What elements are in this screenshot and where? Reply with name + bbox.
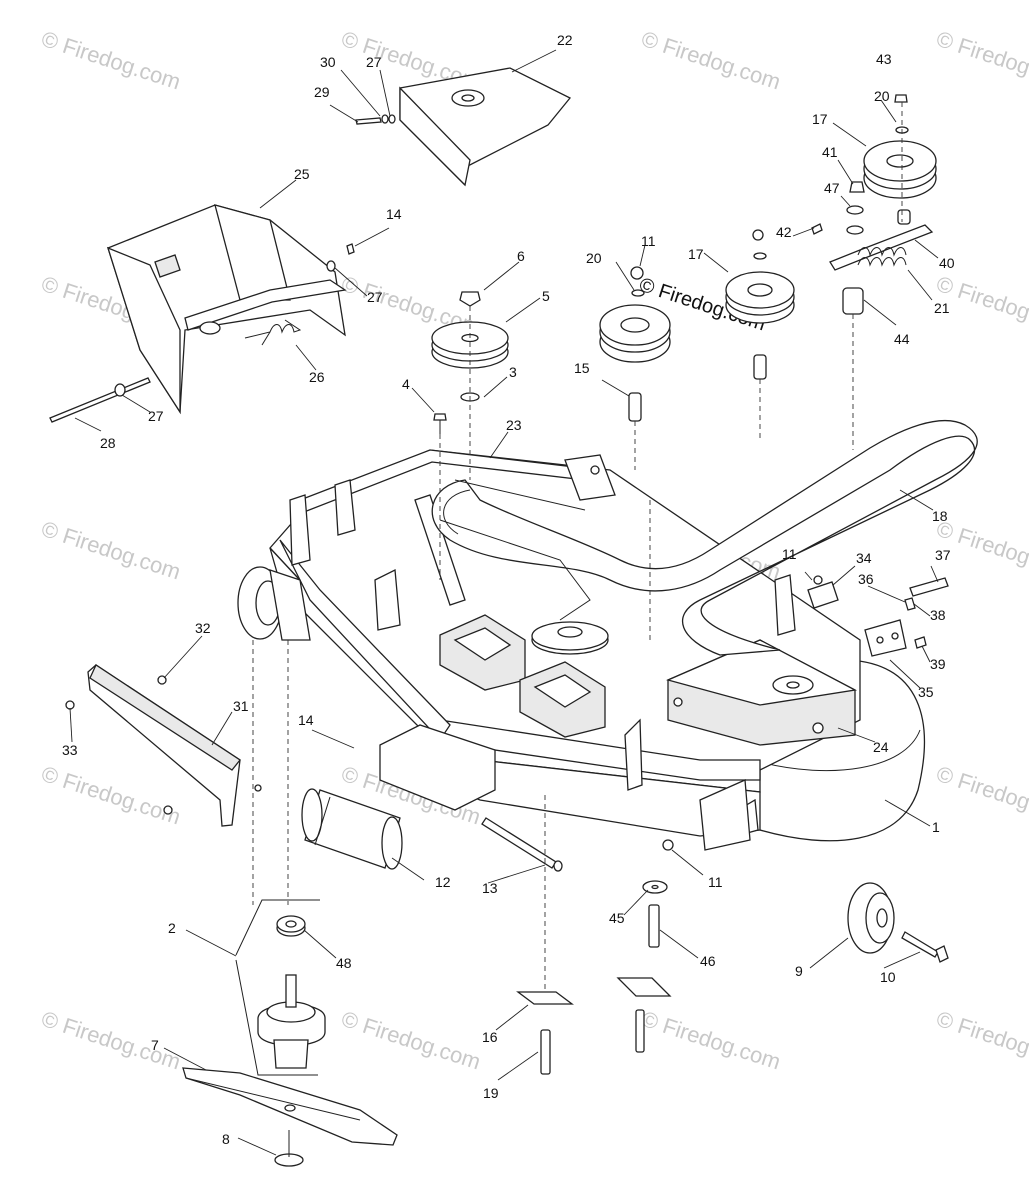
callout-30: 30	[320, 54, 336, 70]
callout-27-top: 27	[366, 54, 382, 70]
watermark-text: © Firedog.com	[933, 1006, 1029, 1074]
callout-46: 46	[700, 953, 716, 969]
callout-23: 23	[506, 417, 522, 433]
callout-44: 44	[894, 331, 910, 347]
plate-16-bolt-19	[516, 795, 574, 1075]
callout-6: 6	[517, 248, 525, 264]
callout-7: 7	[151, 1037, 159, 1053]
callout-45: 45	[609, 910, 625, 926]
callout-47: 47	[824, 180, 840, 196]
torsion-spring-26	[244, 319, 302, 346]
callout-42: 42	[776, 224, 792, 240]
callout-24: 24	[873, 739, 889, 755]
deflector-plate-31	[65, 664, 262, 827]
callout-4: 4	[402, 376, 410, 392]
callout-11-top: 11	[641, 233, 656, 249]
idler-pulley-20	[599, 266, 671, 470]
pulley-5	[431, 291, 509, 480]
watermark-text: © Firedog.com	[638, 26, 783, 94]
callout-37: 37	[935, 547, 951, 563]
spindle-assembly-2	[235, 899, 326, 1076]
discharge-chute-25	[106, 204, 347, 415]
callout-20-top: 20	[874, 88, 890, 104]
callout-38: 38	[930, 607, 946, 623]
callout-20-mid: 20	[586, 250, 602, 266]
callout-39: 39	[930, 656, 946, 672]
callout-31: 31	[233, 698, 249, 714]
plate-bolt-lower-right	[616, 977, 672, 1053]
caster-wheel-left	[237, 566, 311, 905]
callout-33: 33	[62, 742, 78, 758]
callout-5: 5	[542, 288, 550, 304]
callout-1: 1	[932, 819, 940, 835]
callout-26: 26	[309, 369, 325, 385]
callout-14-mid: 14	[298, 712, 314, 728]
small-hardware-14-27	[326, 243, 355, 272]
drive-belt	[431, 420, 978, 656]
callout-25: 25	[294, 166, 310, 182]
callout-labels: 1 2 3 4 5 6 7 8 9 10 11 11 11 12 13 14 1…	[62, 32, 955, 1147]
callout-2: 2	[168, 920, 176, 936]
spacer-45	[642, 880, 668, 894]
callout-35: 35	[918, 684, 934, 700]
tensioner-pulley-17	[846, 94, 937, 235]
watermark-text: © Firedog.com	[338, 1006, 483, 1074]
callout-43: 43	[876, 51, 892, 67]
blade-7	[182, 1067, 398, 1146]
bolt-46	[648, 904, 660, 948]
callout-40: 40	[939, 255, 955, 271]
bracket-parts-34-39	[807, 575, 949, 657]
hinge-rod-28	[49, 377, 151, 423]
callout-48: 48	[336, 955, 352, 971]
caster-wheel-9	[847, 882, 949, 963]
callout-9: 9	[795, 963, 803, 979]
watermark-text: © Firedog.com	[38, 1006, 183, 1074]
watermark-text: © Firedog.com	[933, 26, 1029, 94]
callout-36: 36	[858, 571, 874, 587]
callout-32: 32	[195, 620, 211, 636]
watermark-text: © Firedog.com	[38, 26, 183, 94]
callout-8: 8	[222, 1131, 230, 1147]
watermark-text: © Firedog.com	[933, 761, 1029, 829]
callout-11-lower: 11	[708, 874, 723, 890]
callout-11-right: 11	[782, 546, 797, 562]
callout-17-top: 17	[812, 111, 828, 127]
callout-21: 21	[934, 300, 950, 316]
idler-pulley-17	[649, 229, 795, 640]
callout-27-left: 27	[148, 408, 164, 424]
callout-10: 10	[880, 969, 896, 985]
leader-lines	[69, 49, 939, 1156]
bolt-4	[433, 413, 447, 580]
watermark-text: © Firedog.com	[638, 1006, 783, 1074]
callout-15: 15	[574, 360, 590, 376]
bolt-8	[274, 1130, 304, 1167]
callout-41: 41	[822, 144, 838, 160]
callout-12: 12	[435, 874, 451, 890]
callout-19: 19	[483, 1085, 499, 1101]
callout-29: 29	[314, 84, 330, 100]
callout-34: 34	[856, 550, 872, 566]
callout-14-top: 14	[386, 206, 402, 222]
mower-deck-shell	[269, 449, 925, 842]
callout-28: 28	[100, 435, 116, 451]
callout-16: 16	[482, 1029, 498, 1045]
roller-12	[301, 788, 403, 870]
callout-22: 22	[557, 32, 573, 48]
callout-13: 13	[482, 880, 498, 896]
callout-17-mid: 17	[688, 246, 704, 262]
callout-3: 3	[509, 364, 517, 380]
rod-13	[379, 724, 563, 872]
rear-bracket-right	[662, 779, 751, 851]
callout-27-mid: 27	[367, 289, 383, 305]
tensioner-spring-21	[811, 223, 934, 450]
watermark-text: © Firedog.com	[38, 516, 183, 584]
watermark-text: © Firedog.com	[38, 761, 183, 829]
chute-cover-22	[355, 67, 572, 187]
callout-18: 18	[932, 508, 948, 524]
